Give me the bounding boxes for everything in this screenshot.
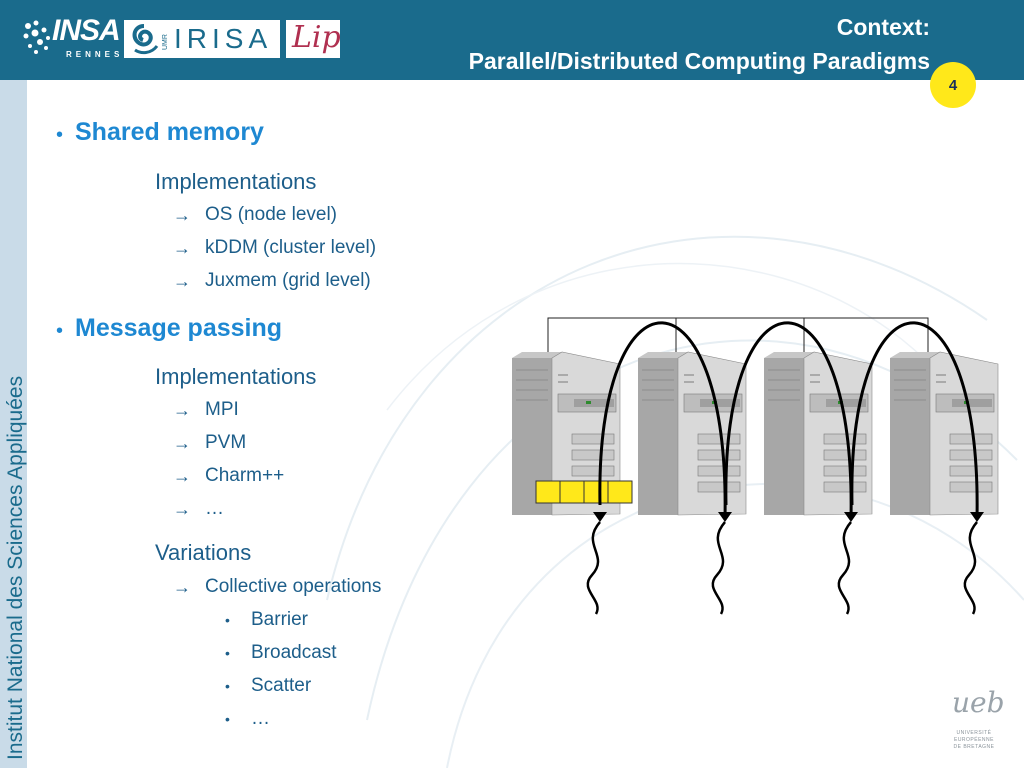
lip-logo[interactable]: Lip [286,20,341,58]
slide-title-line2: Parallel/Distributed Computing Paradigms [468,48,930,74]
irisa-umr-label: UMR [162,34,169,50]
arrow-icon: → [173,499,191,519]
list-item: MPI [205,399,239,420]
side-strip-text: Institut National des Sciences Appliquée… [4,375,27,760]
irisa-name: IRISA [174,23,273,54]
section-title-message-passing: Message passing [75,314,283,342]
insa-name: INSA [52,14,121,47]
slide-title-line1: Context: [836,14,930,40]
irisa-spiral-icon [132,24,159,55]
message-passing-diagram [511,317,999,615]
bullet-icon: • [225,711,230,727]
list-item: kDDM (cluster level) [205,237,377,258]
subheading-implementations: Implementations [155,169,317,194]
bullet-icon: • [56,124,64,146]
ueb-logo-text: ueb [952,686,1005,719]
header-band: INSA RENNES UMR IRISA Lip Context: Paral… [0,0,1024,80]
arrow-icon: → [173,577,191,597]
list-item: … [251,708,270,729]
list-item: Barrier [251,609,309,630]
list-item: Scatter [251,675,312,696]
list-item: Juxmem (grid level) [205,270,371,291]
subheading-variations: Variations [155,540,252,565]
server-node [889,351,999,516]
side-strip [0,80,27,768]
list-item: PVM [205,432,247,453]
arrow-icon: → [173,400,191,420]
bullet-icon: • [56,320,64,342]
ueb-logo: ueb UNIVERSITÉ EUROPÉENNE DE BRETAGNE [946,686,1006,756]
irisa-logo[interactable]: UMR IRISA [124,20,280,58]
bullet-icon: • [225,645,230,661]
message-arcs [598,321,979,519]
list-item: Charm++ [205,465,285,486]
insa-dots-icon [23,20,50,54]
ueb-line2: EUROPÉENNE [953,737,994,743]
message-buffer [535,480,633,504]
arrow-icon: → [173,205,191,225]
arrow-heads [593,512,984,522]
list-item: Broadcast [251,642,337,663]
ueb-line3: DE BRETAGNE [953,744,995,750]
bullet-icon: • [225,612,230,628]
list-item: OS (node level) [205,204,338,225]
section-title-shared-memory: Shared memory [75,118,264,146]
arrow-icon: → [173,238,191,258]
ueb-line1: UNIVERSITÉ [956,730,992,736]
process-threads [586,521,978,615]
list-item: Collective operations [205,576,382,597]
page-number-badge: 4 [930,62,976,108]
arrow-icon: → [173,466,191,486]
list-item: … [205,498,224,519]
lip-name: Lip [292,20,341,55]
insa-logo[interactable]: INSA RENNES [22,14,122,62]
subheading-implementations: Implementations [155,364,317,389]
bullet-icon: • [225,678,230,694]
arrow-icon: → [173,433,191,453]
insa-city: RENNES [66,50,124,59]
arrow-icon: → [173,271,191,291]
